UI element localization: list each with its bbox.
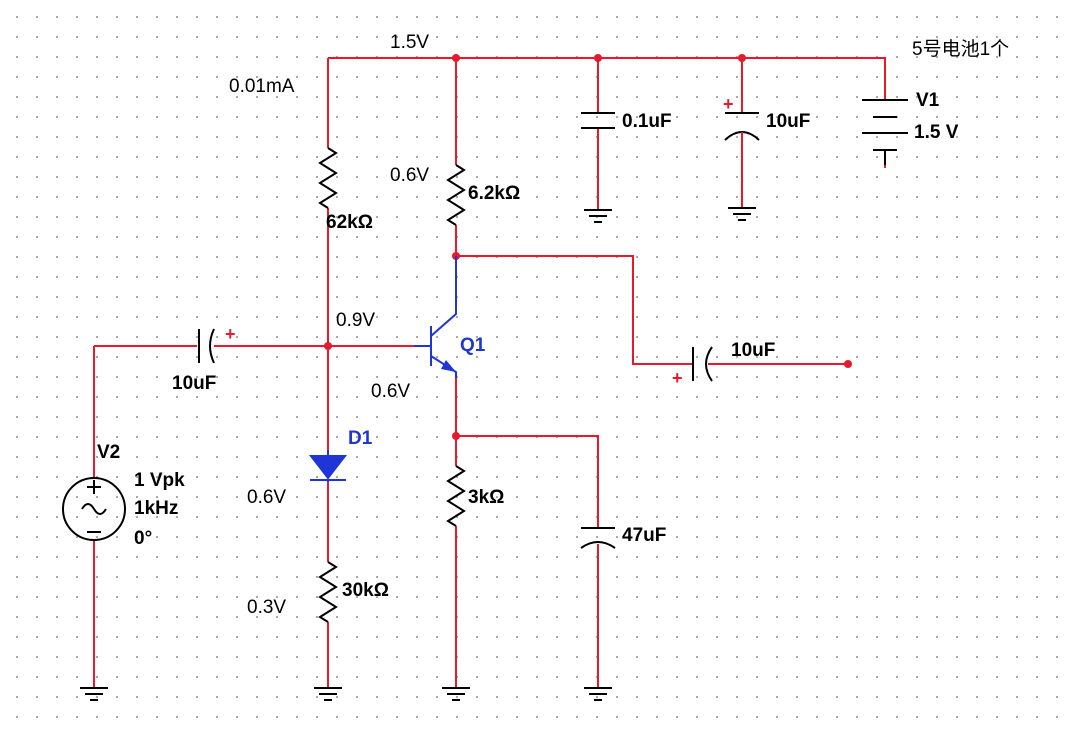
c-bypass-large-value: 10uF — [766, 111, 810, 132]
capacitor-10u-input-symbol[interactable] — [198, 328, 215, 364]
source-name-label: V2 — [97, 442, 120, 463]
battery-v1-symbol[interactable] — [862, 99, 908, 165]
emitter-voltage-label: 0.6V — [371, 381, 410, 402]
source-amplitude-label: 1 Vpk — [134, 470, 185, 491]
plus-mark-output: + — [672, 368, 683, 388]
supply-voltage-label: 1.5V — [390, 32, 429, 53]
c-input-value: 10uF — [172, 373, 216, 394]
c-bypass-small-value: 0.1uF — [622, 111, 672, 132]
c-output-value: 10uF — [731, 340, 775, 361]
battery-note-label: 5号电池1个 — [912, 38, 1009, 60]
ground-47u-icon — [584, 687, 612, 701]
collector-voltage-label: 0.6V — [390, 165, 429, 186]
plus-mark-input: + — [225, 324, 236, 344]
source-phase-label: 0° — [134, 528, 152, 549]
transistor-label: Q1 — [460, 335, 486, 356]
c-emitter-value: 47uF — [622, 525, 666, 546]
battery-value-label: 1.5 V — [914, 122, 959, 143]
diode-d1-symbol[interactable] — [308, 450, 348, 482]
resistor-62k-symbol[interactable] — [318, 147, 338, 209]
ground-source-icon — [80, 687, 108, 701]
r-bias-top-value: 62kΩ — [326, 212, 373, 233]
plus-mark-bypass: + — [723, 94, 734, 114]
bias-current-label: 0.01mA — [229, 76, 295, 97]
ground-diode-branch-icon — [314, 687, 342, 701]
transistor-q1-symbol[interactable] — [414, 256, 457, 378]
r-collector-value: 6.2kΩ — [468, 183, 520, 204]
capacitor-10u-bypass-symbol[interactable] — [724, 112, 760, 141]
ac-source-v2-symbol[interactable] — [62, 477, 126, 541]
resistor-30k-symbol[interactable] — [318, 561, 338, 623]
diode-label: D1 — [348, 428, 373, 449]
base-voltage-label: 0.9V — [336, 310, 375, 331]
diode-voltage-label: 0.6V — [247, 487, 286, 508]
wires — [93, 57, 886, 688]
r-emitter-value: 3kΩ — [468, 487, 504, 508]
capacitor-10u-output-symbol[interactable] — [692, 346, 713, 382]
ground-emitter-icon — [442, 687, 470, 701]
bottom-voltage-label: 0.3V — [247, 597, 286, 618]
battery-name-label: V1 — [916, 90, 940, 111]
ground-0u1-icon — [584, 209, 612, 223]
r-bias-bottom-value: 30kΩ — [342, 580, 389, 601]
capacitor-47u-symbol[interactable] — [580, 527, 616, 549]
ground-10u-icon — [728, 207, 756, 221]
resistor-6k2-symbol[interactable] — [446, 164, 466, 226]
junction-dots — [324, 54, 852, 440]
resistor-3k-symbol[interactable] — [446, 465, 466, 527]
source-frequency-label: 1kHz — [134, 498, 178, 519]
capacitor-0u1-symbol[interactable] — [581, 112, 615, 129]
